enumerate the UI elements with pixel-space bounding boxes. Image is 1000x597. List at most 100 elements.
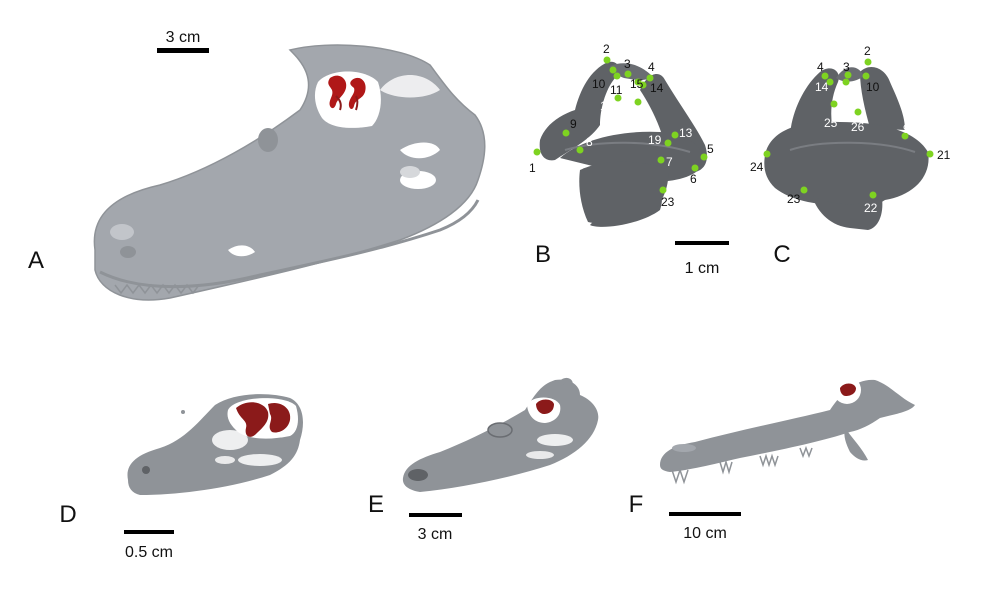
landmark-b-8 [576,146,584,154]
landmark-label-c-10: 10 [866,80,880,94]
skull-d-nostril [142,466,150,474]
brain-endocast-a [328,75,366,111]
skull-a-braincase-window [314,71,381,128]
endocast-c-right-horn [860,67,905,130]
landmark-label-b-4: 4 [648,60,655,74]
skull-a-fenestra-3 [400,166,420,178]
scale-bar-b [675,241,729,245]
landmark-b-19 [664,139,672,147]
brain-endocast-d [236,402,291,437]
panel-f-skull [660,376,915,485]
endocast-b-left-horn [539,61,619,161]
skull-d-fenestra-b [215,456,235,464]
skull-a-dorsal-opening [380,75,440,98]
landmark-b-23 [659,186,667,194]
landmark-c-9 [901,132,909,140]
scale-label-e: 3 cm [418,526,453,543]
landmark-b-4 [646,74,654,82]
landmark-c-15 [842,78,850,86]
landmark-label-b-8: 8 [586,135,593,149]
landmark-c-10 [862,72,870,80]
skull-e-nostril [408,469,428,481]
panel-e-skull [402,377,599,492]
landmark-label-b-7: 7 [666,155,673,169]
skull-f-teeth [671,445,813,485]
scale-label-d: 0.5 cm [125,544,173,561]
landmark-label-c-3: 3 [843,60,850,74]
scale-bar-a [157,48,209,53]
endocast-c-left-horn [790,68,839,135]
landmark-c-25 [830,100,838,108]
landmark-b-1 [533,148,541,156]
landmark-b-15 [634,78,642,86]
panel-letter-f: F [629,491,644,518]
skull-e-fenestra [537,434,573,446]
skull-a-fenestra-4 [228,245,255,257]
landmark-c-3 [844,71,852,79]
skull-a-outline [93,44,486,301]
skull-d-fenestra [238,454,282,466]
endocast-b-bridge [610,63,652,80]
skull-a-fenestra-1 [400,142,440,159]
landmark-c-23 [800,186,808,194]
skull-f-outline [660,379,915,472]
landmarks-c: 2 3 4 9 10 14 15 21 22 23 24 25 26 [750,44,951,215]
scale-bar-d [124,530,174,534]
landmark-label-b-2: 2 [603,42,610,56]
scale-bar-f [669,512,741,516]
endocast-b-highlight [564,141,691,153]
skull-d-orbit [212,430,248,450]
landmark-label-c-22: 22 [864,201,878,215]
skull-e-orbit [487,422,513,438]
panel-letter-c: C [773,241,790,268]
landmark-label-b-13: 13 [679,126,693,140]
landmark-b-2 [603,56,611,64]
landmark-label-b-5: 5 [707,142,714,156]
skull-e-fenestra-b [526,451,554,459]
landmark-label-b-14: 14 [650,81,664,95]
panel-b-endocast [539,61,707,227]
landmark-c-24 [763,150,771,158]
landmark-c-2 [864,58,872,66]
endocast-c-highlight [789,141,916,153]
brain-endocast-f [840,383,856,396]
landmark-label-c-23: 23 [787,192,801,206]
endocast-b-brainstem [579,161,669,224]
panel-letter-a: A [28,247,44,274]
panel-d-skull [127,394,303,495]
landmark-label-b-9: 9 [570,117,577,131]
endocast-c-brainstem [812,196,883,230]
landmark-label-b-10: 10 [592,77,606,91]
landmark-label-b-12: 12 [600,99,614,113]
landmark-b-9 [562,129,570,137]
skull-f-nostril [672,444,696,452]
landmark-b-3 [624,70,632,78]
landmark-label-c-4: 4 [817,60,824,74]
skull-e-horn [558,377,573,387]
panel-letter-d: D [59,501,76,528]
landmark-label-b-1: 1 [529,161,536,175]
landmark-b-6 [691,164,699,172]
scale-bar-e [409,513,462,517]
landmark-c-21 [926,150,934,158]
landmark-label-c-14: 14 [815,80,829,94]
landmark-c-4 [821,72,829,80]
scale-label-a: 3 cm [166,29,201,46]
landmark-label-b-6: 6 [690,172,697,186]
landmark-label-c-9: 9 [903,122,910,136]
landmark-label-b-11: 11 [610,83,623,97]
landmark-label-c-21: 21 [937,148,951,162]
skull-a-teeth [114,283,200,295]
landmark-b-7 [657,156,665,164]
landmark-b-10 [609,66,617,74]
landmark-c-26 [854,108,862,116]
landmark-label-c-25: 25 [824,116,838,130]
landmark-label-b-23: 23 [661,195,675,209]
panel-letter-b: B [535,241,551,268]
scale-label-f: 10 cm [683,525,727,542]
landmark-label-c-15: 15 [836,84,850,98]
landmark-label-b-15: 15 [630,77,644,91]
brain-endocast-e [536,399,554,414]
endocast-c-hemispheres [764,121,929,209]
skull-d-fragment [181,410,185,414]
